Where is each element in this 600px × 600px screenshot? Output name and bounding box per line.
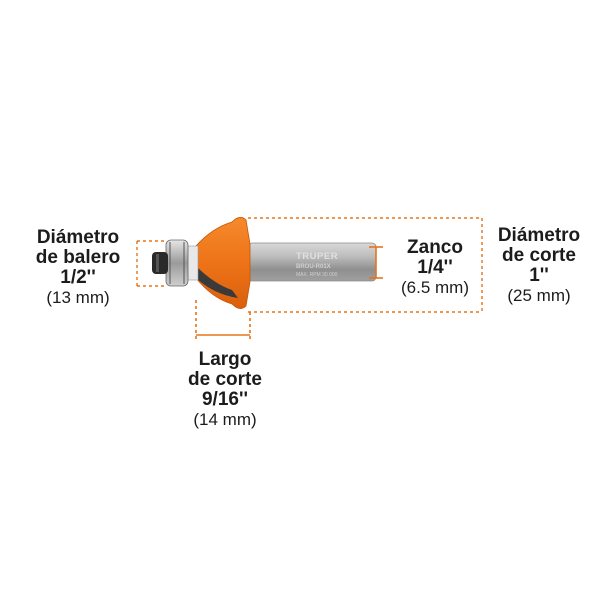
cut-len-value: 9/16'' [201, 389, 248, 410]
bearing-line1: Diámetro [36, 227, 120, 248]
cut-len-metric: (14 mm) [193, 410, 257, 429]
shank-line1: Zanco [407, 237, 463, 258]
cut-len-line1: Largo [198, 349, 252, 370]
cut-dia-metric: (25 mm) [507, 286, 571, 305]
bearing-screw [152, 252, 168, 274]
shank-diameter-guide [369, 246, 383, 279]
shank-metric: (6.5 mm) [401, 278, 469, 297]
cut-dia-line1: Diámetro [497, 225, 581, 246]
cut-diameter-label: Diámetro de corte 1'' (25 mm) [480, 226, 598, 306]
brand-marking: TRUPER [296, 251, 338, 262]
bearing-line2: de balero [35, 247, 121, 268]
cut-length-label: Largo de corte 9/16'' (14 mm) [170, 350, 280, 430]
bearing-diameter-guide [136, 240, 166, 287]
bearing-metric: (13 mm) [46, 288, 110, 307]
arbor-collar [187, 245, 199, 281]
cut-length-guide [195, 300, 251, 340]
cutter-body [195, 217, 251, 309]
spec-marking: MAX. RPM 30 000 [296, 272, 338, 278]
code-marking: BROU-R01X [296, 264, 331, 270]
cut-len-line2: de corte [188, 369, 262, 390]
carbide-cutter [194, 266, 238, 298]
bearing-value: 1/2'' [60, 267, 96, 288]
shank-value: 1/4'' [417, 257, 453, 278]
cut-dia-value: 1'' [529, 265, 549, 286]
bearing [165, 239, 189, 287]
cut-dia-line2: de corte [502, 245, 576, 266]
shank-label: Zanco 1/4'' (6.5 mm) [388, 238, 482, 298]
bearing-diameter-label: Diámetro de balero 1/2'' (13 mm) [28, 228, 128, 308]
cut-diameter-guide [248, 217, 483, 313]
